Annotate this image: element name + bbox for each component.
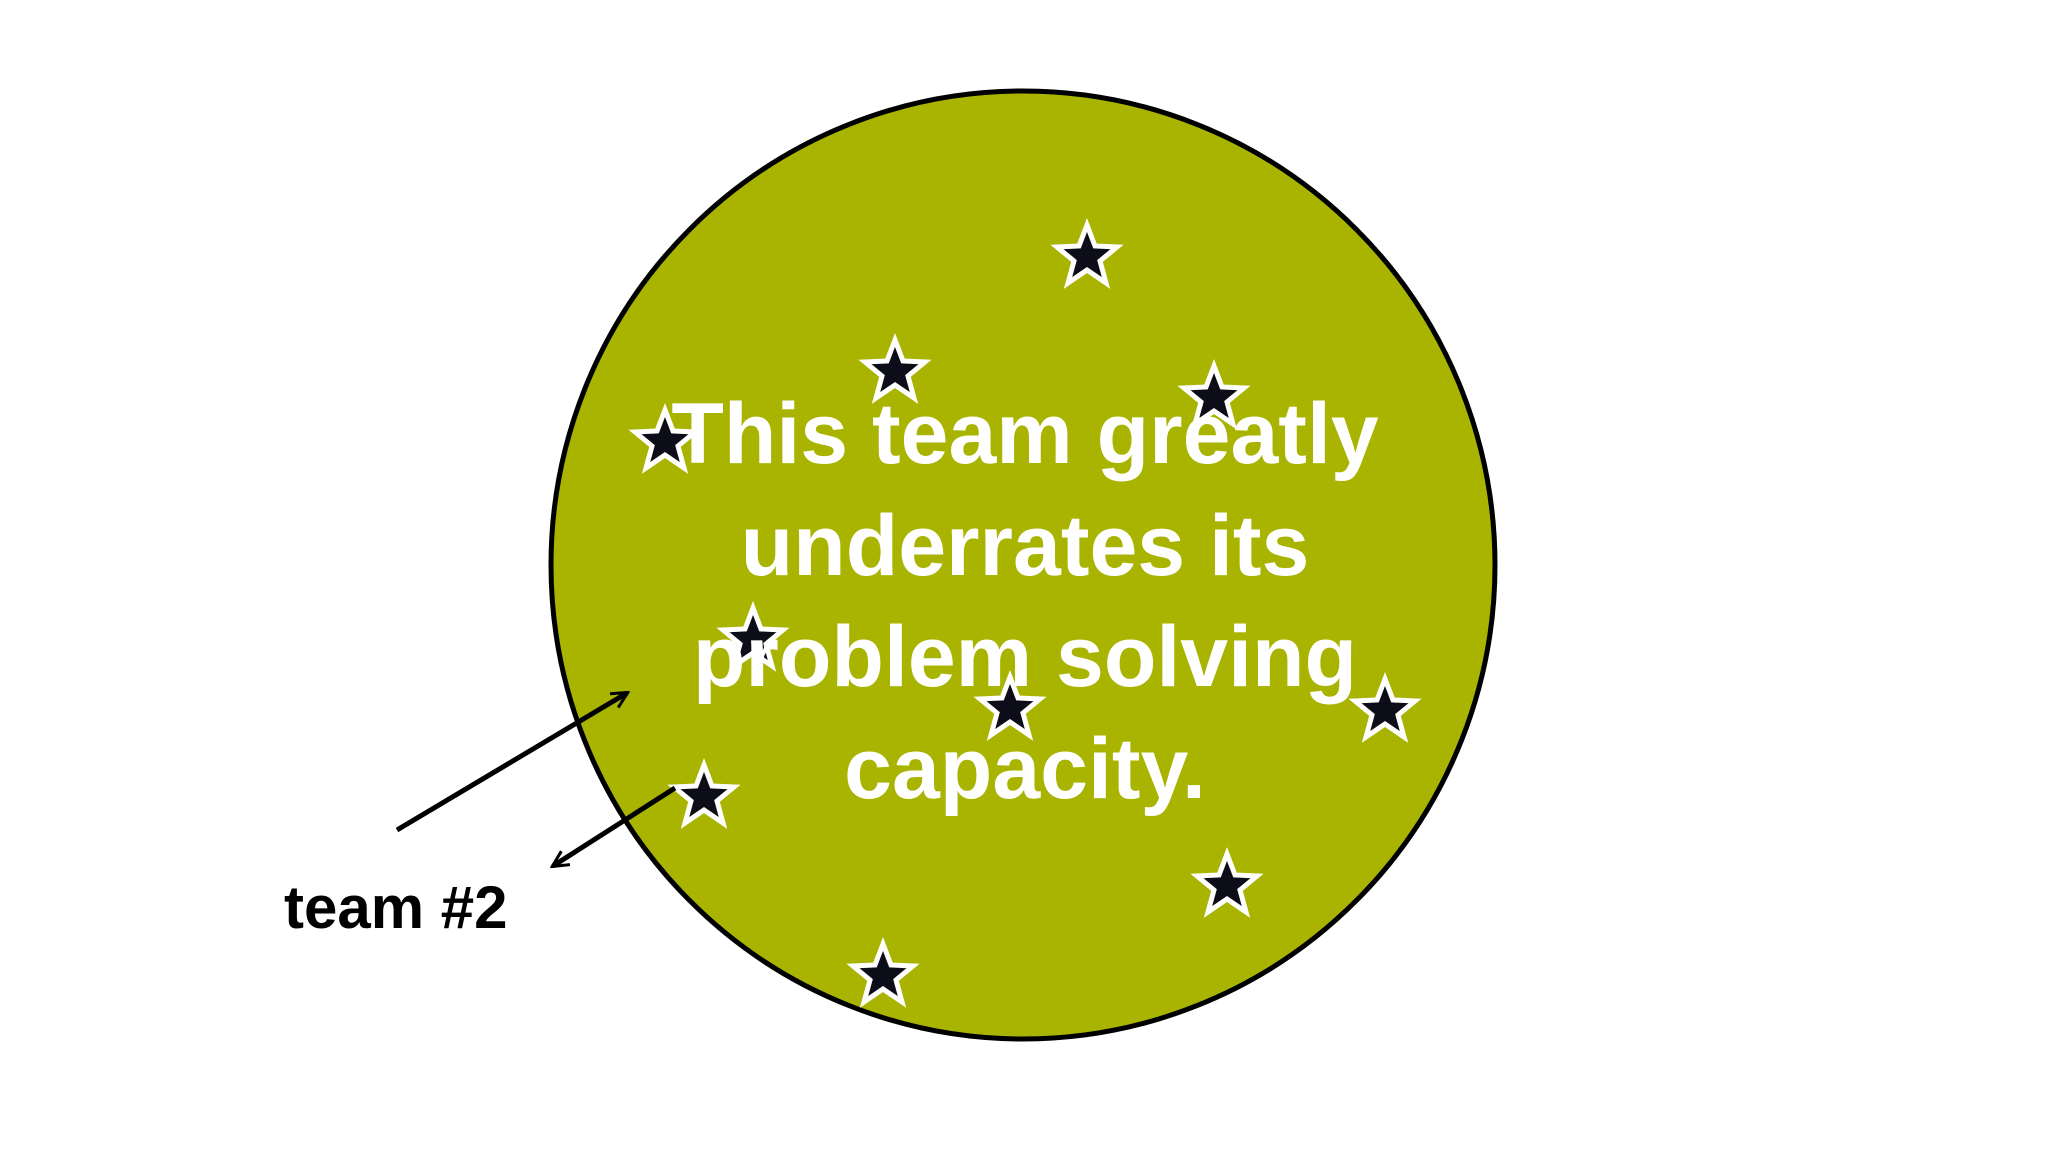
stars-group (628, 217, 1422, 1008)
message-line-4: capacity. (844, 721, 1206, 817)
team-label: team #2 (284, 874, 507, 941)
star-icon (846, 936, 920, 1008)
star-icon (667, 757, 741, 829)
message-line-1: This team greatly (671, 386, 1379, 482)
arrow-icon (553, 785, 677, 866)
message-line-2: underrates its (741, 498, 1310, 594)
message-text: This team greatly underrates its problem… (671, 386, 1379, 817)
star-icon (1177, 358, 1251, 430)
star-icon (1050, 217, 1124, 289)
star-icon (628, 402, 702, 474)
star-icon (1348, 671, 1422, 743)
star-icon (858, 332, 932, 404)
star-icon (973, 669, 1047, 741)
star-icon (716, 600, 790, 672)
message-line-3: problem solving (693, 609, 1357, 705)
star-icon (1190, 846, 1264, 918)
arrows-group (395, 693, 677, 866)
arrow-icon (395, 693, 627, 833)
team-circle (548, 88, 1498, 1042)
